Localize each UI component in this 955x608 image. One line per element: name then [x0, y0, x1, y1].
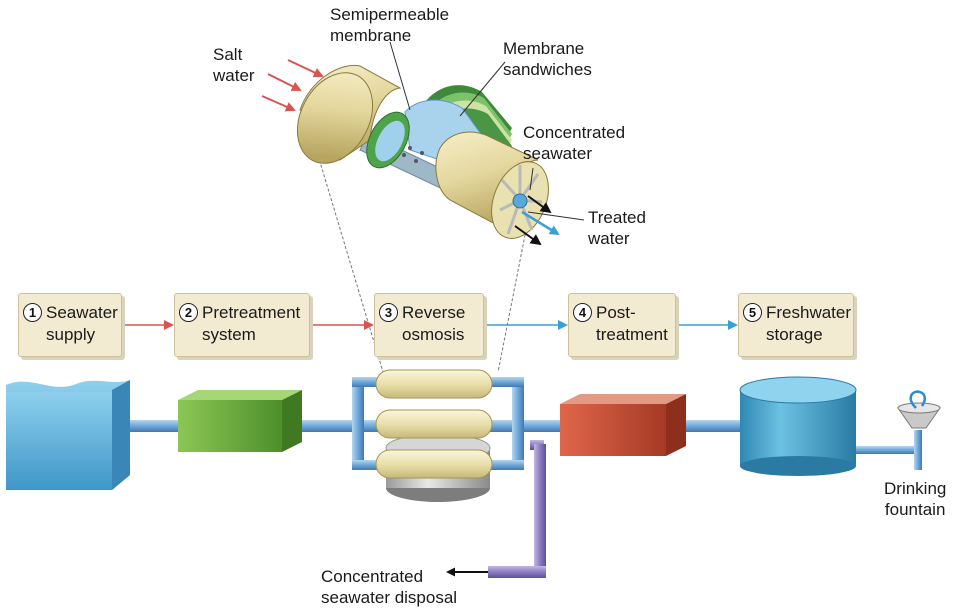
concentrate-arrow-2 — [514, 225, 542, 246]
step-number: 4 — [573, 303, 592, 322]
drinking-fountain — [897, 390, 941, 429]
seawater-source — [6, 380, 130, 490]
step-post-treatment: 4 Post-treatment — [568, 293, 676, 357]
step-number: 1 — [23, 303, 42, 322]
salt-water-arrow-2 — [267, 73, 302, 91]
treated-water-arrow — [521, 210, 560, 236]
salt-water-arrow-3 — [261, 95, 296, 112]
post-treatment-unit — [560, 394, 686, 456]
equipment-row — [6, 369, 941, 578]
reverse-osmosis-unit — [352, 369, 524, 502]
step-number: 5 — [743, 303, 762, 322]
step-number: 3 — [379, 303, 398, 322]
step-label: Post-treatment — [596, 303, 668, 344]
disposal-pipe — [446, 440, 546, 578]
freshwater-tank — [739, 376, 857, 476]
membrane-module-left — [296, 64, 410, 169]
concentrate-arrow-1 — [527, 195, 552, 214]
membrane-module-illustration — [261, 41, 585, 373]
salt-water-arrow-1 — [287, 59, 324, 78]
pretreatment-unit — [178, 390, 302, 452]
membrane-module-right — [435, 131, 549, 239]
step-number: 2 — [179, 303, 198, 322]
